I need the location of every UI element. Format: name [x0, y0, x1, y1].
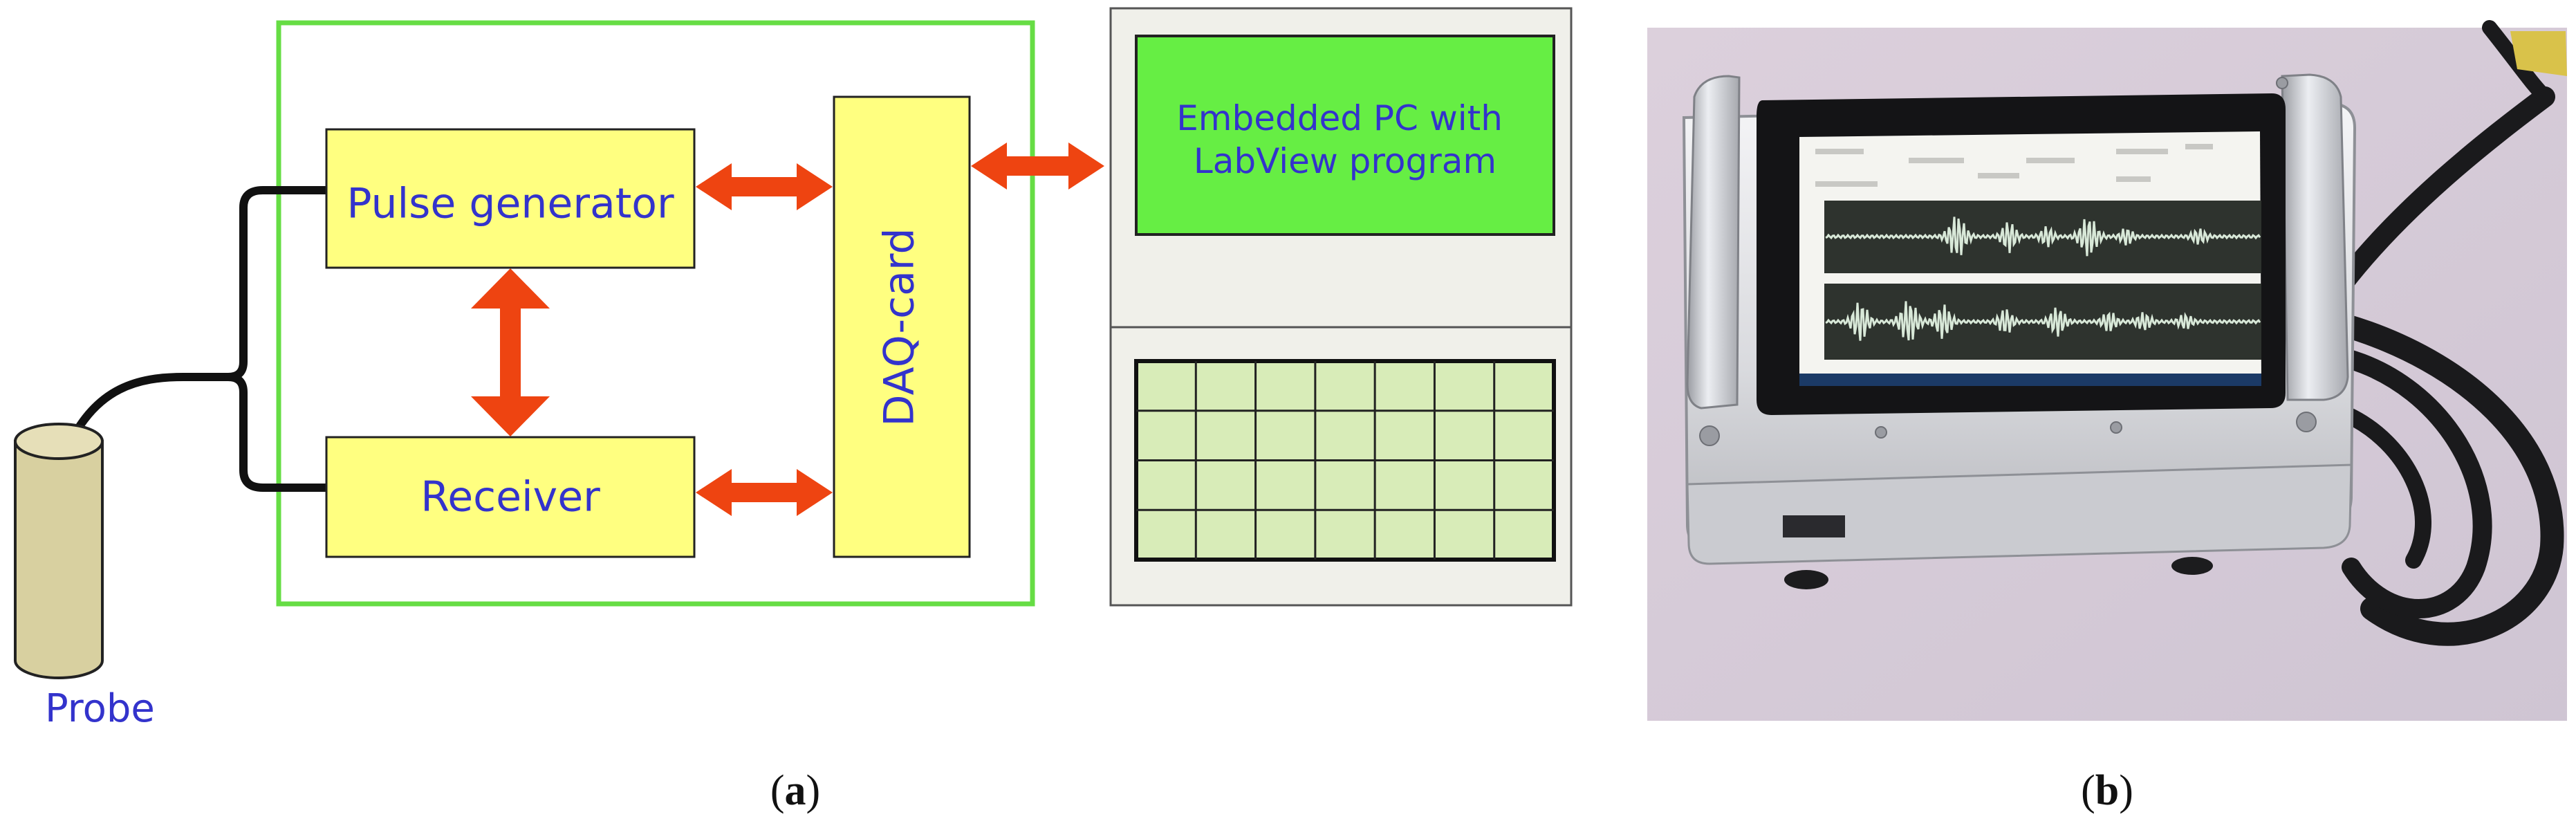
display-control-stub: [2026, 158, 2075, 163]
caption-b-letter: b: [2095, 767, 2119, 814]
display-waveform: [1825, 301, 2261, 341]
panel-b-device-photo: (b): [1647, 20, 2567, 814]
keypad-grid: [1134, 359, 1556, 562]
display-waveform: [1825, 217, 2261, 257]
device-port: [1783, 515, 1845, 537]
caption-b-open: (: [2081, 767, 2095, 814]
caption-a: (a): [770, 767, 820, 814]
daq-card-label: DAQ-card: [875, 228, 924, 426]
cable-yellow-tag: [2510, 31, 2567, 76]
device-foot-left: [1784, 570, 1828, 589]
display-control-stub: [1815, 181, 1878, 187]
receiver-block: [325, 436, 696, 558]
pulse-generator-label: Pulse generator: [346, 180, 674, 228]
device-screws: [1699, 77, 2317, 446]
embedded-pc-label-line-1: Embedded PC with: [1176, 98, 1503, 138]
display-control-stub: [1909, 158, 1964, 163]
receiver-cable: [224, 373, 331, 492]
device-foot-right: [2171, 557, 2213, 575]
handle-left: [1686, 75, 1741, 410]
embedded-pc-screen: [1135, 35, 1555, 236]
probe-label: Probe: [45, 686, 155, 731]
handle-right: [2281, 73, 2349, 401]
arrow-pulse-receiver: [471, 268, 550, 436]
display-control-stub: [1978, 173, 2019, 178]
arrow-pulse-daq: [696, 163, 833, 210]
caption-a-close: ): [806, 767, 821, 814]
embedded-pc-label-line-2: LabView program: [1194, 141, 1497, 181]
display-control-stub: [1815, 149, 1864, 154]
device-display: [1799, 131, 2261, 386]
hardware-enclosure: [276, 20, 1035, 607]
probe-icon: [14, 423, 104, 679]
display-control-stub: [2116, 149, 2168, 154]
device-base: [1686, 463, 2353, 565]
caption-b: (b): [2081, 767, 2133, 814]
display-control-stub: [2185, 144, 2213, 149]
caption-b-close: ): [2119, 767, 2133, 814]
display-control-stub: [2116, 176, 2151, 182]
panel-a-block-diagram: Probe Pulse generator Receiver DAQ-card …: [14, 7, 1573, 814]
receiver-label: Receiver: [420, 473, 600, 522]
cable-bundle: [2327, 20, 2564, 646]
daq-card-block: [833, 95, 971, 558]
caption-a-letter: a: [785, 767, 806, 814]
pulse-generator-block: [325, 128, 696, 269]
caption-a-open: (: [770, 767, 785, 814]
arrow-receiver-daq: [696, 469, 833, 516]
probe-cable: [65, 186, 331, 449]
arrow-daq-pc: [971, 142, 1104, 190]
embedded-pc-label: Embedded PC with LabView program: [1176, 98, 1514, 181]
